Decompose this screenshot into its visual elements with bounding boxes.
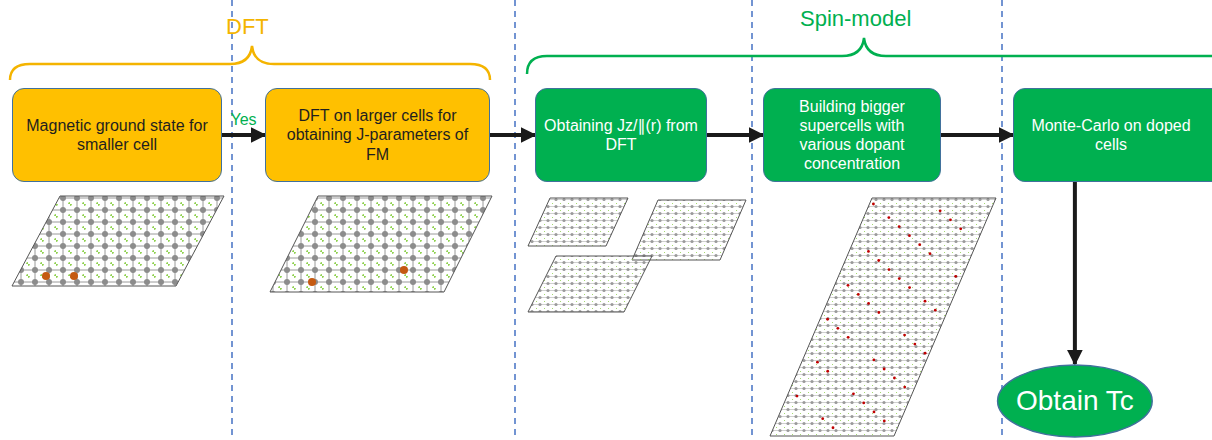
dopant-atom [887,216,890,219]
dopant-atom [903,334,906,337]
process-box: Magnetic ground state for smaller cell [12,88,222,182]
divider-line [514,0,516,440]
flow-arrow [222,133,265,137]
dopant-atom [862,401,865,404]
dopant-atom [400,266,408,274]
dopant-atom [796,395,799,398]
dopant-atom [898,225,901,228]
cell-lattice [528,256,652,312]
dopant-atom [913,343,916,346]
dopant-atom [826,318,829,321]
process-box: DFT on larger cells for obtaining J-para… [265,88,490,182]
dopant-atom [908,234,911,237]
divider-line [1001,0,1003,440]
dopant-atom [877,259,880,262]
dopant-atom [883,420,886,423]
node-text: Magnetic ground state for smaller cell [21,116,213,154]
lattice-illustrations [12,196,996,436]
dopant-atom [308,278,316,286]
dopant-atom [924,352,927,355]
divider-line [751,0,753,440]
process-box: Obtaining Jz/∥(r) from DFT [535,88,707,182]
cell-lattice [528,198,628,246]
dopant-atom [872,203,875,206]
supercell-dopants [796,203,963,430]
dopant-atom [70,272,78,280]
dopant-atom [959,227,962,230]
dopant-atom [929,252,932,255]
process-box: Monte-Carlo on doped cells [1013,88,1212,182]
cell-lattice [632,200,746,260]
dopant-atom [857,293,860,296]
dopant-atom [888,268,891,271]
dopant-atom [949,218,952,221]
dopant-atom [847,284,850,287]
dopant-atom [893,377,896,380]
dopant-atom [867,250,870,253]
dopant-atom [908,286,911,289]
node-text: Obtain Tc [1016,384,1134,418]
flow-arrow [941,133,1013,137]
dopant-atom [883,368,886,371]
dopant-atom [918,243,921,246]
dft-bracket [10,46,490,80]
dopant-atom [42,272,50,280]
dopant-atom [898,277,901,280]
dopant-atom [832,426,835,429]
dopant-atom [924,300,927,303]
process-box: Building bigger supercells with various … [763,88,941,182]
dopant-atom [867,302,870,305]
small-cell-lattice [12,196,224,286]
flow-arrow [1073,182,1077,364]
section-label: Spin-model [800,6,911,32]
node-text: Obtaining Jz/∥(r) from DFT [544,116,698,154]
dopant-atom [816,361,819,364]
large-cell-lattice [270,196,492,292]
node-text: Building bigger supercells with various … [772,97,932,174]
dopant-atom [934,309,937,312]
node-text: DFT on larger cells for obtaining J-para… [274,106,481,164]
spin-model-bracket [527,38,1212,74]
divider-line [231,0,233,440]
dopant-atom [852,392,855,395]
dopant-atom [872,359,875,362]
dopant-atom [847,336,850,339]
flow-arrow [707,133,763,137]
section-label: DFT [226,14,269,40]
dopant-atom [821,417,824,420]
dopant-atom [877,311,880,314]
flow-arrow [490,133,535,137]
dopant-atom [873,411,876,414]
edge-label: Yes [230,111,256,129]
supercell-lattice [770,198,996,436]
dopant-atom [826,370,829,373]
divider-lines [232,0,1002,440]
result-ellipse: Obtain Tc [996,364,1154,438]
dopant-atom [939,209,942,212]
dopant-atom [903,386,906,389]
dopant-atom [836,327,839,330]
dopant-atom [954,275,957,278]
node-text: Monte-Carlo on doped cells [1022,116,1200,154]
